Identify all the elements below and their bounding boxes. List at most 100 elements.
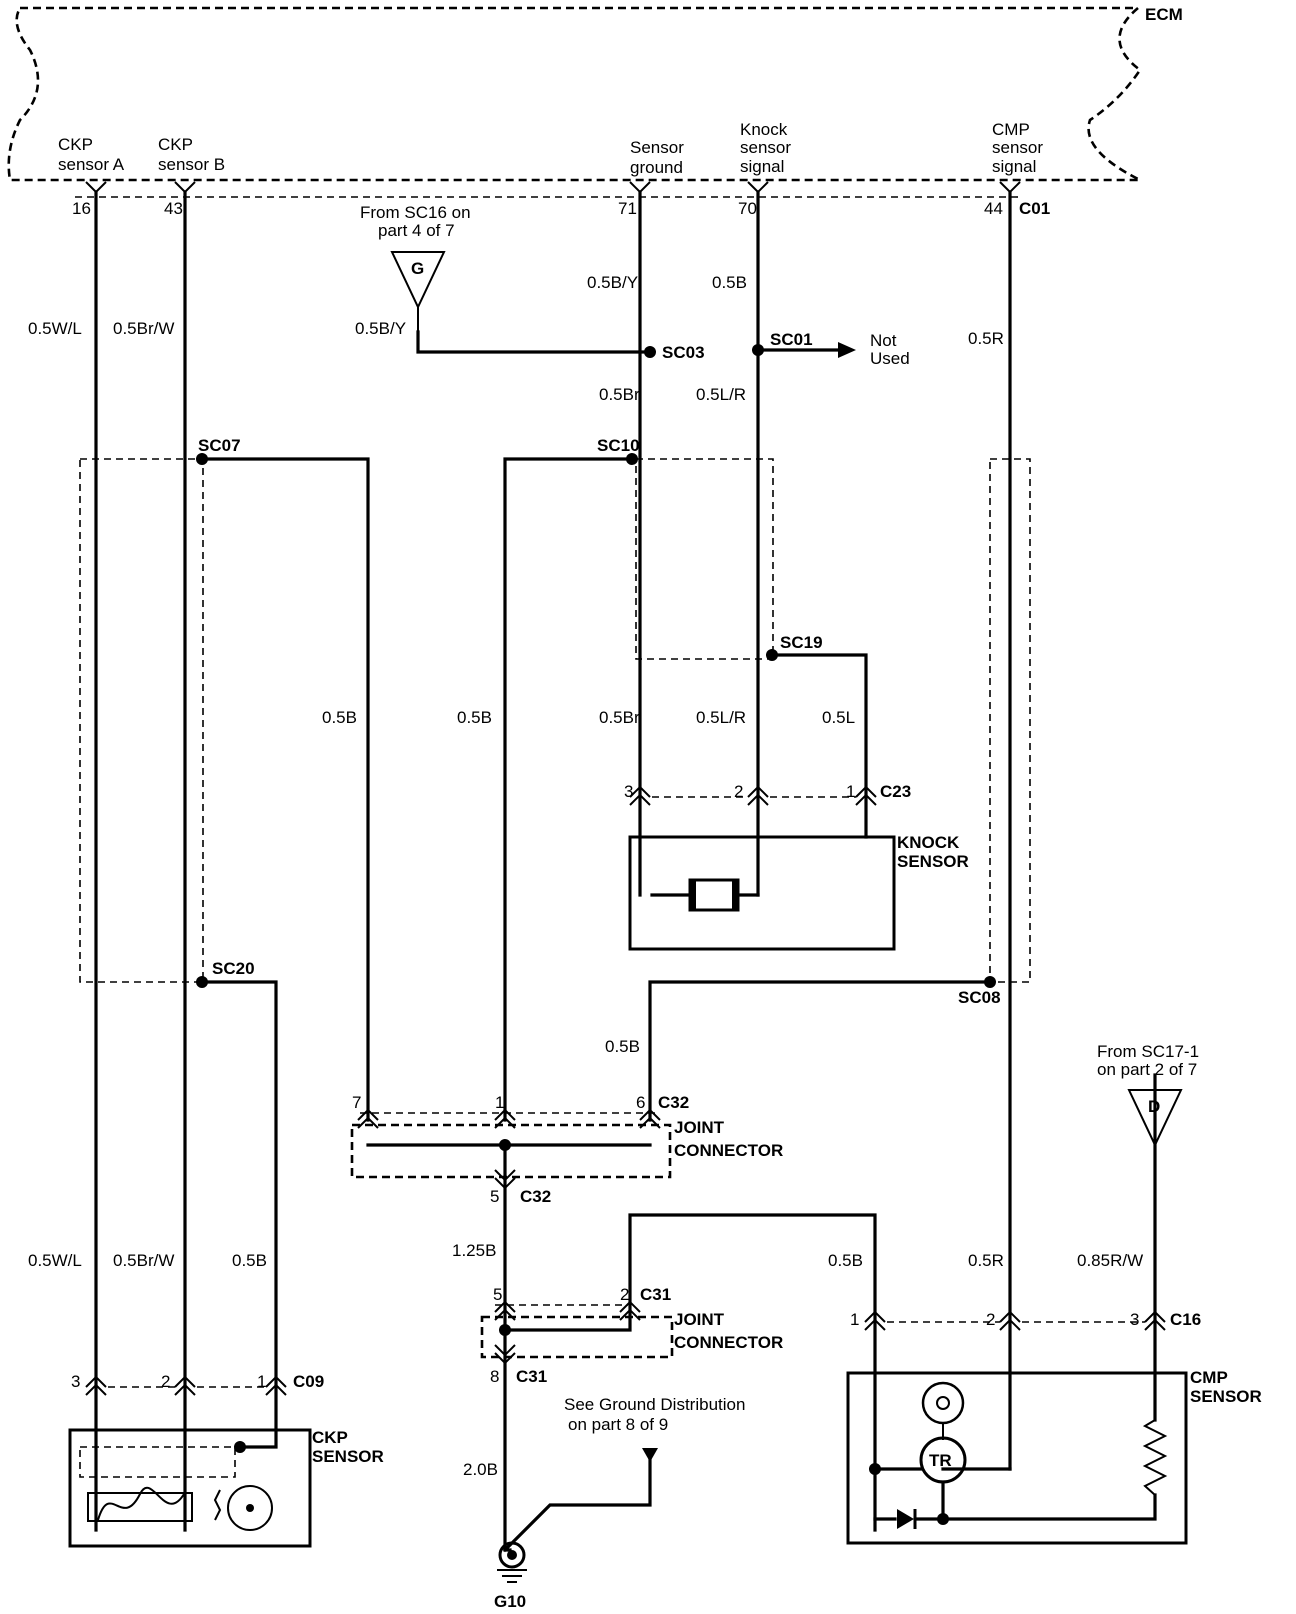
cmp-hall-element-center [936, 1396, 950, 1410]
wire-cmp-shield [503, 1213, 877, 1532]
knock-element-cap-right [732, 880, 738, 910]
c31-pin-8: 8 [490, 1367, 499, 1386]
c23-id: C23 [880, 782, 911, 801]
c23-pin-1: 1 [846, 782, 855, 801]
wire-label-c32-c31: 1.25B [452, 1241, 496, 1260]
c32-pin-5: 5 [490, 1187, 499, 1206]
splice-sc20 [196, 976, 208, 988]
splice-sc08 [984, 976, 996, 988]
wire-label-knock-lr: 0.5L/R [696, 708, 746, 727]
wire-label-sc07-drop: 0.5B [322, 708, 357, 727]
ground-dist-arrow-icon [642, 1448, 658, 1462]
wire-joint-c32 [366, 1143, 652, 1553]
cmp-resistor-icon [1142, 1419, 1168, 1496]
ckp-rotor-gap [213, 1489, 222, 1521]
wire-sc19 [770, 653, 868, 839]
splice-label-sc19: SC19 [780, 633, 823, 652]
splice-label-sc10: SC10 [597, 436, 640, 455]
ckp-shield-outline [79, 1446, 236, 1478]
splice-label-sc07: SC07 [198, 436, 241, 455]
wire-sc20 [200, 980, 278, 1449]
c31-pin-2: 2 [620, 1285, 629, 1304]
shield-boxes [79, 458, 1031, 983]
c16-pin-3: 3 [1130, 1310, 1139, 1329]
wire-label-ground-mid: 0.5Br [599, 385, 640, 404]
wire-label-knock-top: 0.5B [712, 273, 747, 292]
connector-c09 [85, 1375, 287, 1396]
splice-label-sc20: SC20 [212, 959, 255, 978]
c16-pin-1: 1 [850, 1310, 859, 1329]
wire-label-sc08-drop: 0.5B [605, 1037, 640, 1056]
splice-joint-c31 [499, 1324, 511, 1336]
wire-label-cmp-power: 0.85R/W [1077, 1251, 1143, 1270]
knock-element-icon [688, 878, 740, 912]
wire-label-knock-br: 0.5Br [599, 708, 640, 727]
wire-label-g-link: 0.5B/Y [355, 319, 406, 338]
c16-pin-2: 2 [986, 1310, 995, 1329]
ground-terminal-center [507, 1550, 517, 1560]
splice-sc03 [644, 346, 656, 358]
joint-connector-c32 [350, 1108, 672, 1190]
wire-label-cmp-signal: 0.5R [968, 1251, 1004, 1270]
cmp-diode-icon [897, 1509, 914, 1529]
wire-label-ckp-a-bottom: 0.5W/L [28, 1251, 82, 1270]
ecm-label: ECM [1145, 5, 1183, 24]
cmp-sensor-box [846, 1371, 1188, 1545]
wire-label-sc10-drop: 0.5B [457, 708, 492, 727]
ecm-pin-70: 70 [738, 199, 757, 218]
offpage-d-triangle-icon [1127, 1089, 1183, 1148]
ecm-connector-c01: C01 [1019, 199, 1050, 218]
c32-pin-7: 7 [352, 1093, 361, 1112]
c09-pin-1: 1 [257, 1372, 266, 1391]
wire-label-cmp-top: 0.5R [968, 329, 1004, 348]
c23-pin-2: 2 [734, 782, 743, 801]
offpage-d-label: D [1148, 1097, 1160, 1116]
ckp-rotor-icon [227, 1485, 273, 1531]
wire-label-knock-l: 0.5L [822, 708, 855, 727]
c31-id-top: C31 [640, 1285, 671, 1304]
splice-ckp-shield [234, 1441, 246, 1453]
c32-id-bottom: C32 [520, 1187, 551, 1206]
c09-pin-2: 2 [161, 1372, 170, 1391]
wire-label-cmp-shield: 0.5B [828, 1251, 863, 1270]
ckp-rotor-hub [246, 1504, 254, 1512]
ckp-sensor-box [68, 1428, 312, 1548]
wire-label-ckp-b-bottom: 0.5Br/W [113, 1251, 174, 1270]
splice-sc19 [766, 649, 778, 661]
cmp-transistor-label: TR [929, 1451, 952, 1470]
splice-label-sc08: SC08 [958, 988, 1001, 1007]
wire-g-link [416, 330, 652, 354]
joint-connector-c31 [480, 1300, 674, 1365]
ecm-pin-44: 44 [984, 199, 1003, 218]
ckp-coil-wave [97, 1486, 185, 1521]
c32-pin-1: 1 [495, 1093, 504, 1112]
wire-label-ckp-b-top: 0.5Br/W [113, 319, 174, 338]
c09-pin-3: 3 [71, 1372, 80, 1391]
offpage-g-triangle-icon [390, 251, 446, 310]
splice-sc07 [196, 453, 208, 465]
wire-sc07 [200, 457, 370, 1122]
c09-id: C09 [293, 1372, 324, 1391]
c23-pin-3: 3 [624, 782, 633, 801]
splice-sc01 [752, 344, 764, 356]
splice-label-sc01: SC01 [770, 330, 813, 349]
splice-joint-c32 [499, 1139, 511, 1151]
c32-id-top: C32 [658, 1093, 689, 1112]
wire-sc08 [648, 980, 992, 1122]
ecm-outline [7, 6, 1142, 198]
splice-label-sc03: SC03 [662, 343, 705, 362]
wires [94, 190, 1157, 1553]
ground-symbol-icon [497, 1569, 527, 1583]
offpage-g-label: G [411, 259, 424, 278]
